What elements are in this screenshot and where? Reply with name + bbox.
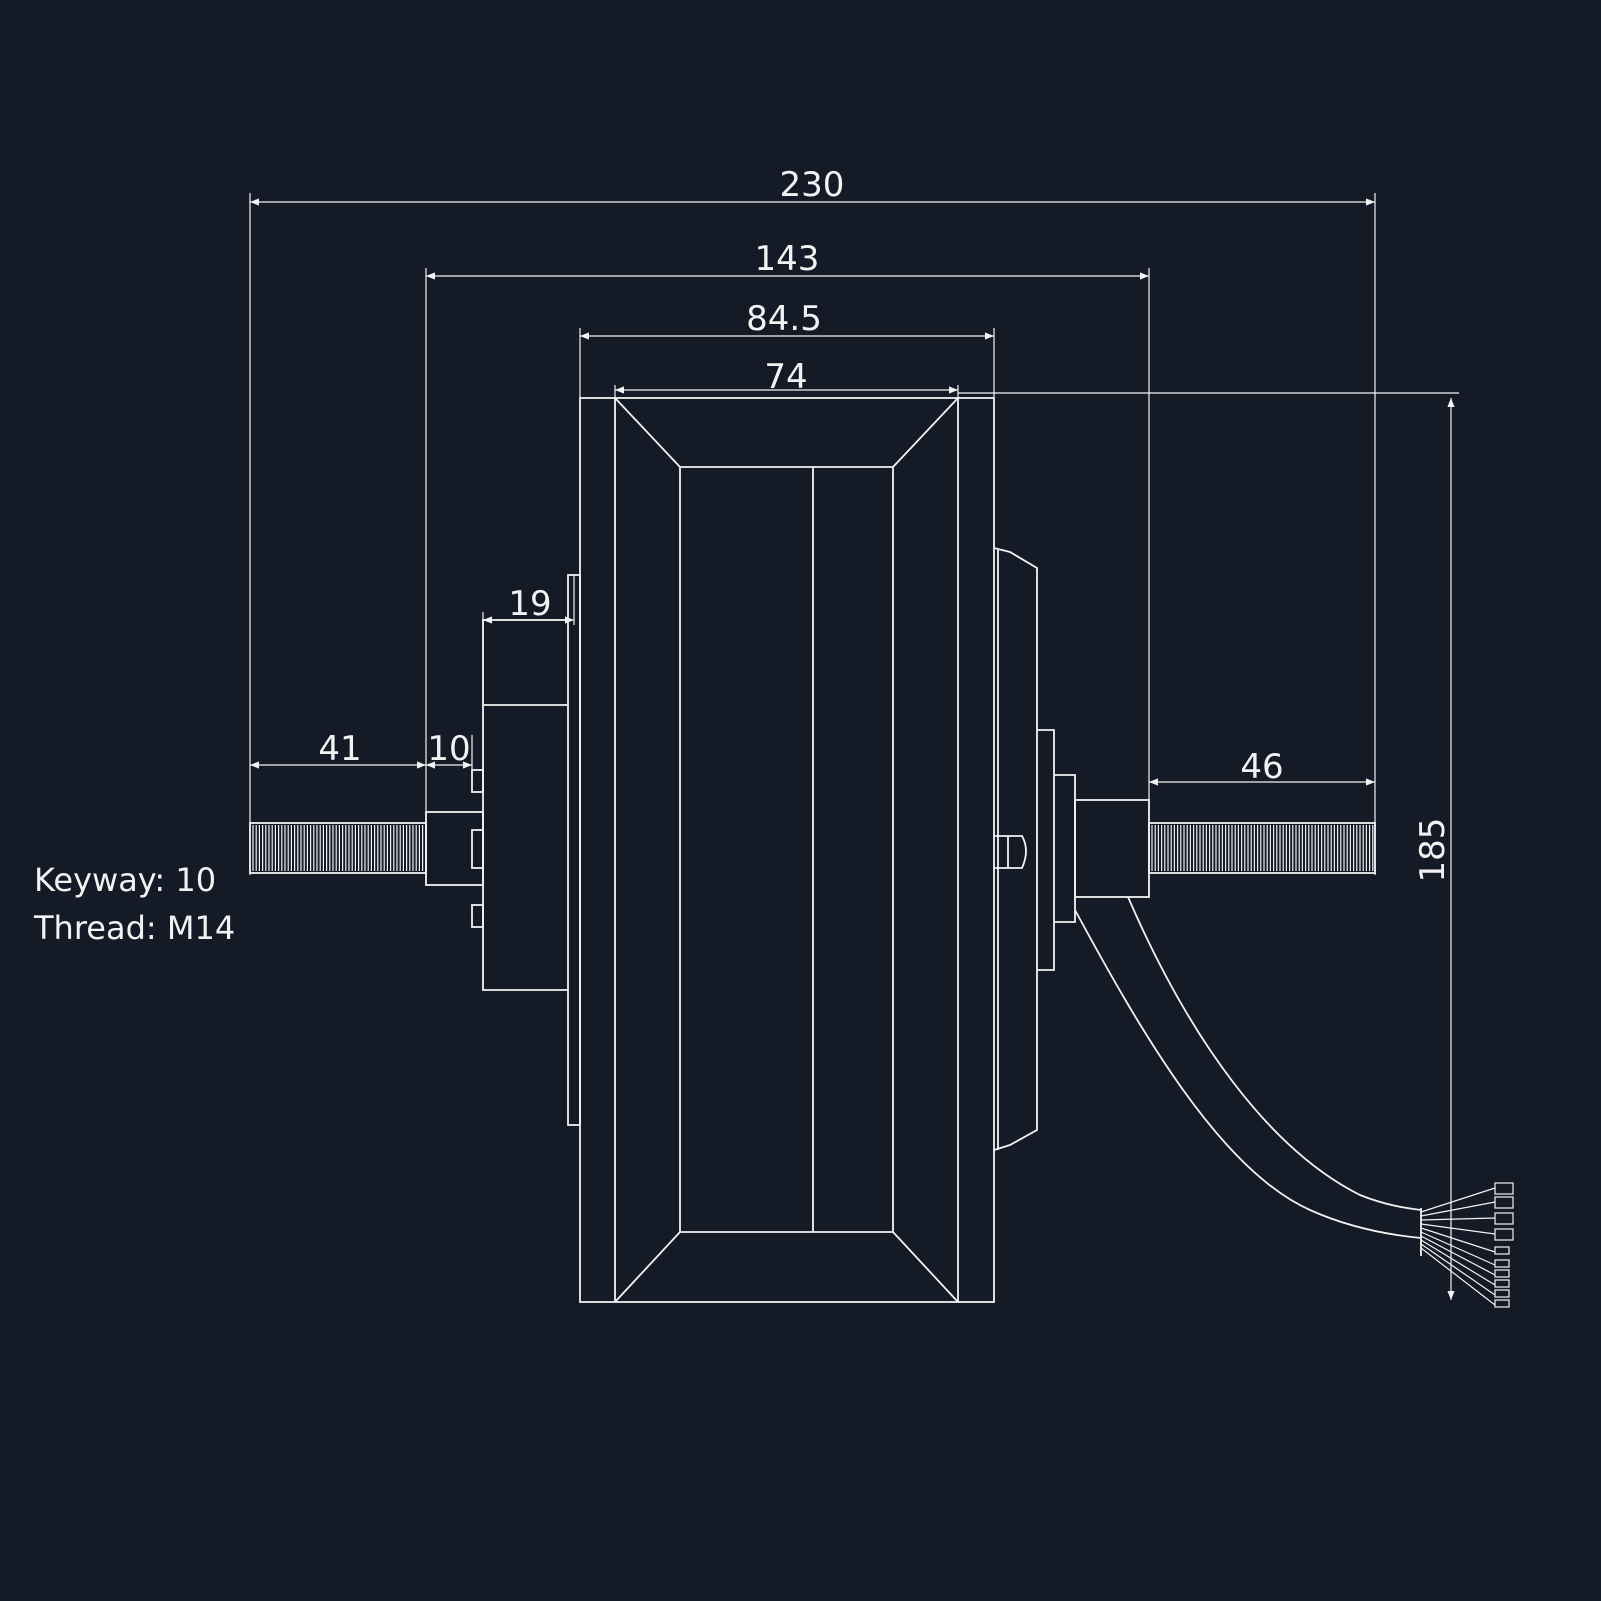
right-assembly xyxy=(993,547,1376,1151)
wire xyxy=(1420,1231,1496,1266)
connector-terminal xyxy=(1494,1279,1510,1288)
wire xyxy=(1420,1217,1496,1221)
wire xyxy=(1420,1227,1496,1253)
connector-terminal xyxy=(1494,1246,1510,1255)
connector-terminal xyxy=(1494,1196,1514,1209)
connector-terminal xyxy=(1494,1228,1514,1241)
dim-hub-width: 84.5 xyxy=(746,299,822,339)
dim-left-spacer: 10 xyxy=(427,729,470,769)
dim-left-axle: 41 xyxy=(318,729,361,769)
wire xyxy=(1420,1239,1496,1286)
left-axle-thread xyxy=(252,825,424,871)
extension-lines xyxy=(249,193,1459,875)
connector-terminal xyxy=(1494,1289,1510,1298)
dim-left-brake: 19 xyxy=(508,584,551,624)
dim-tire-width: 74 xyxy=(764,357,807,397)
dim-flange-width: 143 xyxy=(755,239,820,279)
connector-terminal xyxy=(1494,1269,1510,1278)
connector-terminal xyxy=(1494,1212,1514,1225)
keyway-note: Keyway: 10 xyxy=(34,861,217,899)
left-assembly xyxy=(249,574,581,1126)
connector-wires xyxy=(1420,1182,1514,1308)
right-axle-thread xyxy=(1151,825,1374,871)
dimension-lines xyxy=(250,198,1455,1300)
thread-note: Thread: M14 xyxy=(34,909,236,947)
connector-terminal xyxy=(1494,1182,1514,1195)
wire xyxy=(1420,1187,1496,1213)
wire xyxy=(1420,1201,1496,1217)
wire xyxy=(1420,1247,1496,1306)
dim-diameter: 185 xyxy=(1413,818,1453,883)
wire xyxy=(1420,1223,1496,1235)
wire xyxy=(1420,1243,1496,1296)
tire-body xyxy=(579,397,995,1303)
connector-terminal xyxy=(1494,1259,1510,1268)
cable xyxy=(1074,896,1422,1256)
connector-terminal xyxy=(1494,1299,1510,1308)
dim-right-axle: 46 xyxy=(1240,747,1283,787)
wire xyxy=(1420,1235,1496,1276)
dim-overall-width: 230 xyxy=(780,165,845,205)
